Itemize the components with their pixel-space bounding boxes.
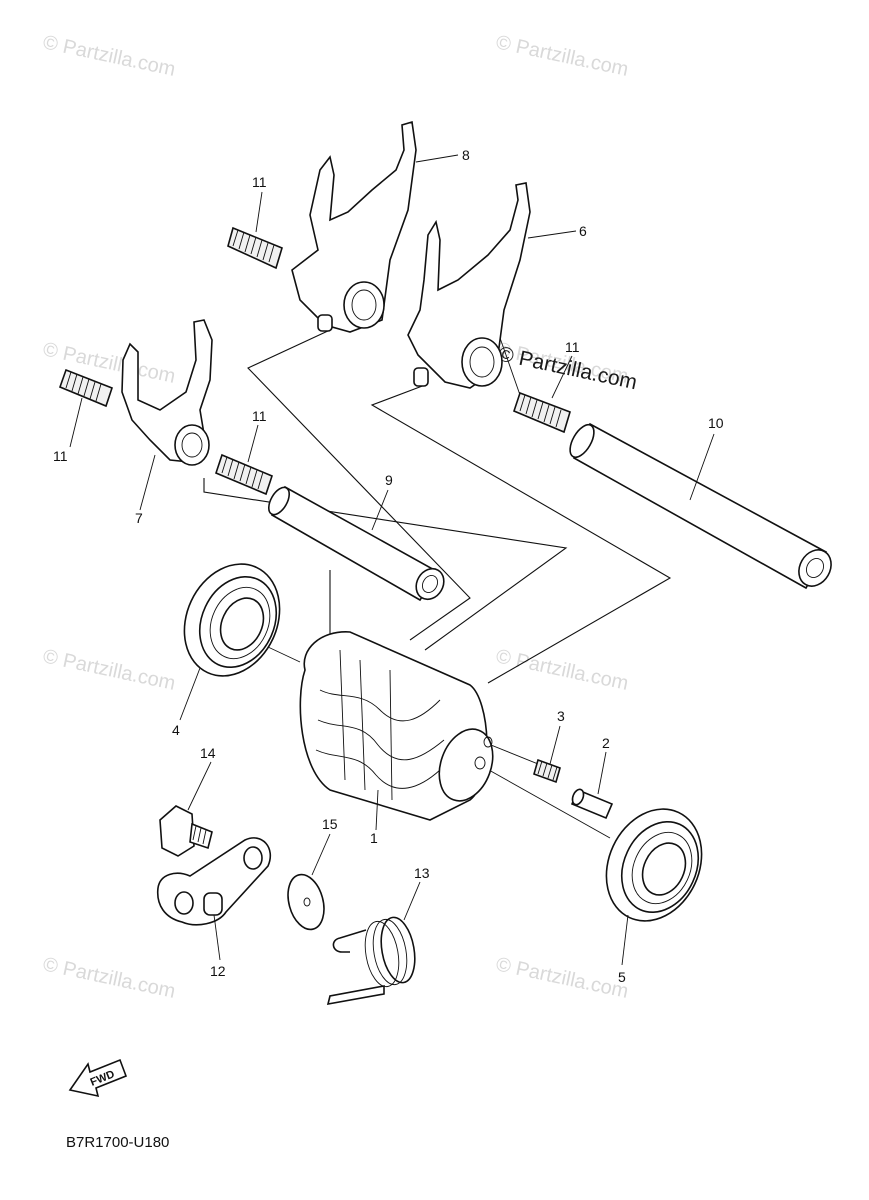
- callout-11: 11: [53, 448, 68, 464]
- callout-9: 9: [385, 472, 393, 488]
- watermark: © Partzilla.com: [41, 645, 177, 695]
- watermark: © Partzilla.com: [494, 953, 630, 1003]
- pin-2: [570, 788, 614, 820]
- callout-15: 15: [322, 816, 338, 832]
- callout-10: 10: [708, 415, 724, 431]
- spring-11-d: [513, 391, 571, 434]
- watermark: © Partzilla.com: [41, 338, 177, 388]
- diagram-code: B7R1700-U180: [66, 1134, 169, 1151]
- callout-5: 5: [618, 969, 626, 985]
- washer-15: [287, 873, 325, 931]
- callout-13: 13: [414, 865, 430, 881]
- bearing-4: [183, 563, 281, 677]
- spring-11-b: [58, 368, 113, 408]
- spring-11-a: [227, 226, 283, 270]
- callout-11: 11: [252, 408, 267, 424]
- watermark: © Partzilla.com: [494, 645, 630, 695]
- watermark: © Partzilla.com: [41, 953, 177, 1003]
- callout-3: 3: [557, 708, 565, 724]
- callout-12: 12: [210, 963, 226, 979]
- callout-8: 8: [462, 147, 470, 163]
- callout-7: 7: [135, 510, 143, 526]
- callout-2: 2: [602, 735, 610, 751]
- callout-1: 1: [370, 830, 378, 846]
- callout-11: 11: [252, 174, 267, 190]
- shift-fork-7: [121, 319, 213, 466]
- bolt-14: [159, 805, 213, 857]
- shaft-9: [267, 485, 445, 602]
- torsion-spring-13: [326, 916, 416, 1006]
- watermark: © Partzilla.com: [494, 31, 630, 81]
- spring-3: [533, 758, 561, 784]
- callout-11: 11: [565, 339, 580, 355]
- callout-14: 14: [200, 745, 216, 761]
- shift-lever-12: [156, 837, 271, 926]
- callout-6: 6: [579, 223, 587, 239]
- shaft-10: [569, 422, 832, 590]
- spring-11-c: [215, 453, 273, 496]
- leader-lines: [69, 154, 715, 966]
- shift-fork-8: [291, 120, 417, 333]
- shift-drum-1: [299, 631, 494, 821]
- watermark: © Partzilla.com: [41, 31, 177, 81]
- bearing-5: [605, 808, 703, 922]
- shift-fork-6: [407, 182, 531, 389]
- callout-labels: 8 11 6 11 11 7 11 9 10 4 3 2 14 15 1 13 …: [53, 147, 724, 985]
- callout-4: 4: [172, 722, 180, 738]
- fwd-arrow-icon: FWD: [68, 1058, 128, 1098]
